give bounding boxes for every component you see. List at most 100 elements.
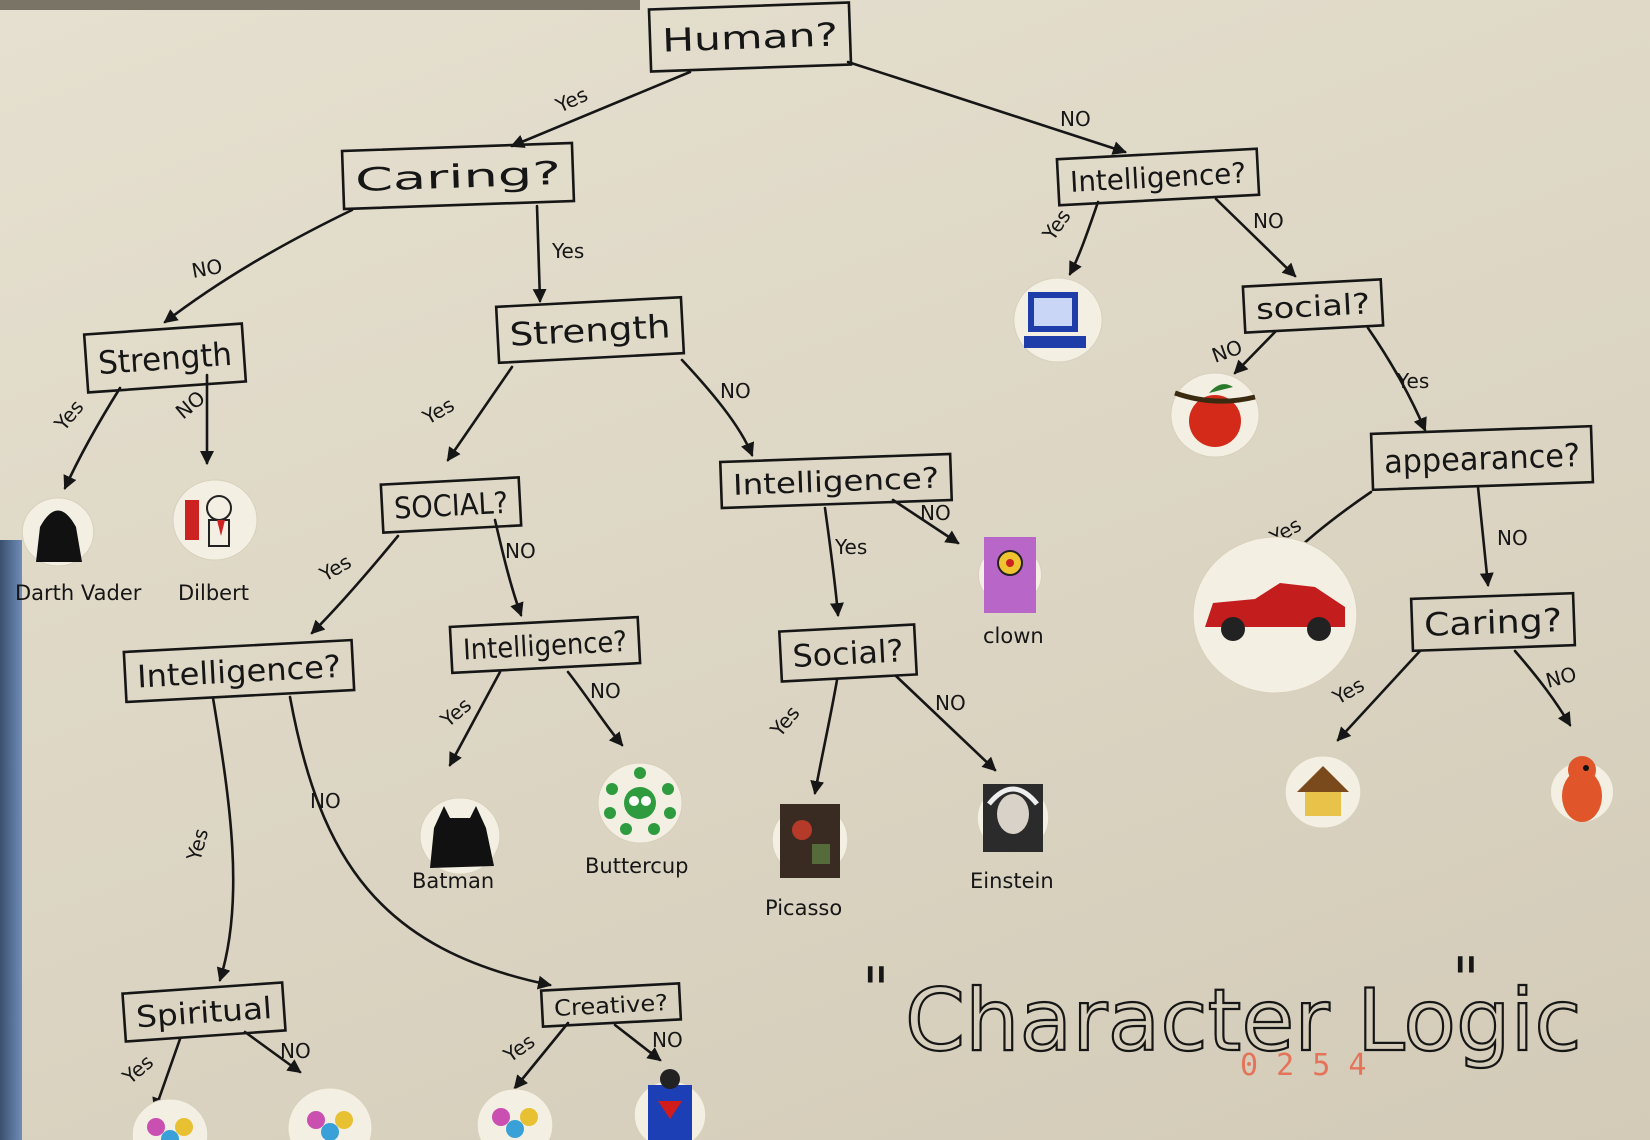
edge-label: Yes (834, 535, 867, 559)
leaf-label-clown: clown (983, 624, 1044, 648)
dilbert-icon (172, 479, 258, 561)
house-icon (1284, 755, 1362, 829)
node-label: Social? (792, 633, 905, 675)
node-box (122, 638, 356, 704)
edge-label: Yes (551, 239, 584, 263)
node-box (777, 623, 919, 683)
node-label: Creative? (553, 990, 668, 1022)
diagram-title: Character Logic (905, 971, 1582, 1071)
darth-vader-icon (21, 497, 95, 567)
edge-label: NO (190, 254, 224, 283)
node-box (1409, 591, 1577, 653)
node-appearance: appearance? (1369, 424, 1595, 492)
node-social_top: social? (1241, 278, 1385, 334)
edge-caring2-to-dog (1513, 649, 1572, 727)
leaf-label-einstein: Einstein (970, 869, 1054, 893)
sticker-icon (476, 1088, 554, 1140)
edge-social_l-to-intel_ll (310, 534, 400, 635)
edge-label: NO (171, 386, 210, 424)
edge-intel_mid-to-clown (891, 498, 960, 545)
node-box (1369, 424, 1595, 492)
leaf-label-picasso: Picasso (765, 896, 842, 920)
title-open-quote: " (862, 955, 890, 1025)
edge-label: Yes (765, 701, 805, 742)
node-label: Intelligence? (136, 649, 342, 696)
clown-icon (978, 537, 1042, 613)
superman-icon (633, 1069, 707, 1140)
node-label: Strength (97, 335, 233, 382)
picasso-icon (771, 803, 849, 878)
edge-label: NO (720, 379, 751, 403)
edge-strength_l-to-darth (63, 386, 122, 490)
edge-label: NO (1543, 662, 1579, 693)
date-stamp: 0 2 5 4 (1240, 1048, 1366, 1083)
node-box (379, 476, 523, 534)
node-spiritual: Spiritual (121, 981, 287, 1043)
edge-label: NO (935, 691, 966, 715)
node-label: SOCIAL? (393, 486, 509, 527)
edge-caring1-to-strength_l (163, 208, 354, 324)
edge-label: Yes (1328, 672, 1369, 709)
node-human: Human? (647, 1, 853, 73)
apple-icon (1170, 372, 1260, 458)
node-social_m: Social? (777, 623, 919, 683)
node-label: social? (1255, 287, 1371, 326)
sticker-icon (131, 1098, 209, 1140)
edge-intel_ll-to-creative (288, 695, 552, 990)
node-label: Intelligence? (1069, 157, 1246, 199)
node-box (121, 981, 287, 1043)
edge-human-to-caring1 (510, 70, 692, 148)
edge-label: Yes (315, 549, 356, 586)
edge-strength_r-to-intel_mid (680, 358, 755, 457)
edge-label: NO (1209, 335, 1246, 368)
edge-appearance-to-caring2 (1476, 485, 1494, 587)
edge-label: Yes (551, 82, 591, 118)
edge-label: Yes (117, 1050, 158, 1090)
edge-strength_r-to-social_l (446, 365, 514, 462)
nodes: Human?Caring?Intelligence?StrengthStreng… (82, 1, 1595, 1043)
edge-label: NO (1060, 107, 1091, 131)
buttercup-icon (597, 762, 683, 844)
node-label: Spiritual (135, 991, 273, 1035)
node-box (340, 141, 576, 211)
edge-intel_top-to-computer (1068, 200, 1100, 276)
edge-human-to-intel_top (846, 60, 1127, 155)
node-creative: Creative? (539, 982, 683, 1028)
leaf-label-batman: Batman (412, 869, 494, 893)
edge-creative-to-superman (613, 1023, 662, 1062)
dog-icon (1550, 756, 1614, 823)
node-intel_ll: Intelligence? (122, 638, 356, 704)
node-label: appearance? (1383, 436, 1580, 481)
edge-caring2-to-house (1336, 649, 1422, 742)
node-box (647, 1, 853, 73)
node-box (1241, 278, 1385, 334)
node-caring1: Caring? (340, 141, 576, 211)
edge-label: Yes (49, 395, 89, 436)
node-label: Strength (509, 307, 672, 353)
node-box (494, 295, 686, 365)
edge-label: Yes (1037, 205, 1076, 246)
title-close-quote: " (1452, 945, 1480, 1015)
edge-label: Yes (498, 1029, 539, 1068)
computer-icon (1013, 277, 1103, 363)
node-strength_l: Strength (82, 322, 248, 394)
car-icon (1192, 536, 1358, 694)
title-group: " Character Logic " 0 2 5 4 (862, 945, 1583, 1083)
edge-creative-to-sticker_c_yes (513, 1021, 570, 1090)
edge-label: NO (920, 501, 951, 525)
edge-label: NO (280, 1039, 311, 1063)
node-social_l: SOCIAL? (379, 476, 523, 534)
edge-intel_mid-to-social_m (823, 506, 844, 617)
edge-social_top-to-apple (1233, 330, 1277, 375)
background-monitor (0, 540, 22, 1140)
leaf-label-buttercup: Buttercup (585, 854, 688, 878)
edge-label: NO (590, 679, 621, 703)
node-label: Intelligence? (733, 462, 940, 502)
node-box (539, 982, 683, 1028)
edge-social_top-to-appearance (1366, 326, 1427, 432)
einstein-icon (976, 783, 1050, 853)
node-label: Intelligence? (462, 625, 628, 667)
node-intel_top: Intelligence? (1055, 147, 1261, 207)
